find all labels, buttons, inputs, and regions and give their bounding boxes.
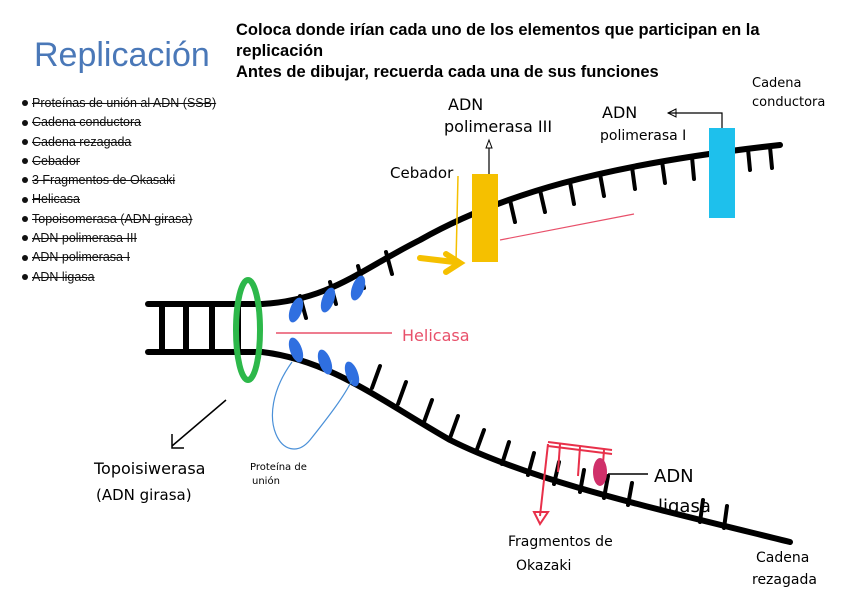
polymerase-i-block (709, 128, 735, 218)
label-adn-pol1-1: ADN (602, 103, 637, 122)
label-cebador: Cebador (390, 164, 454, 182)
primer-block (472, 174, 498, 262)
primer-pointer (456, 176, 458, 262)
label-adn-ligasa-2: ligasa (658, 496, 711, 517)
leading-strand (262, 145, 780, 304)
label-topo-1: Topoisiwerasa (93, 459, 205, 478)
ssb-proteins (286, 274, 368, 389)
label-fragmentos-2: Okazaki (516, 558, 571, 574)
base-tick (510, 200, 515, 222)
label-topo-2: (ADN girasa) (96, 486, 192, 504)
label-adn-pol3-2: polimerasa III (444, 117, 552, 136)
label-adn-ligasa-1: ADN (654, 466, 694, 487)
base-tick (398, 382, 406, 404)
label-cadena-conductora-2: conductora (752, 95, 825, 110)
base-tick (450, 416, 458, 438)
base-tick (632, 167, 635, 189)
ligase-blob (593, 458, 607, 486)
topo-pointer (172, 400, 226, 446)
base-tick (662, 161, 665, 183)
label-proteina-1: Proteína de (250, 461, 307, 473)
primer-arrow-icon (420, 254, 460, 272)
parental-dna (148, 304, 262, 352)
label-cadena-rezagada-1: Cadena (756, 550, 809, 566)
label-helicasa: Helicasa (402, 326, 470, 345)
base-tick (770, 147, 772, 168)
base-tick (570, 182, 574, 204)
base-tick (476, 430, 484, 452)
new-strand-line (500, 214, 634, 240)
okazaki-base (578, 447, 580, 476)
base-tick (372, 366, 380, 388)
base-tick (748, 149, 750, 170)
label-cadena-conductora-1: Cadena (752, 76, 802, 91)
base-tick (540, 190, 545, 212)
base-tick (692, 157, 694, 179)
base-tick (600, 174, 604, 196)
label-cadena-rezagada-2: rezagada (752, 572, 817, 588)
base-tick (424, 400, 432, 422)
label-proteina-2: unión (252, 475, 280, 487)
label-adn-pol1-2: polimerasa I (600, 128, 686, 144)
pol3-arrow-icon (486, 140, 492, 148)
label-adn-pol3-1: ADN (448, 95, 483, 114)
label-fragmentos-1: Fragmentos de (508, 534, 613, 550)
